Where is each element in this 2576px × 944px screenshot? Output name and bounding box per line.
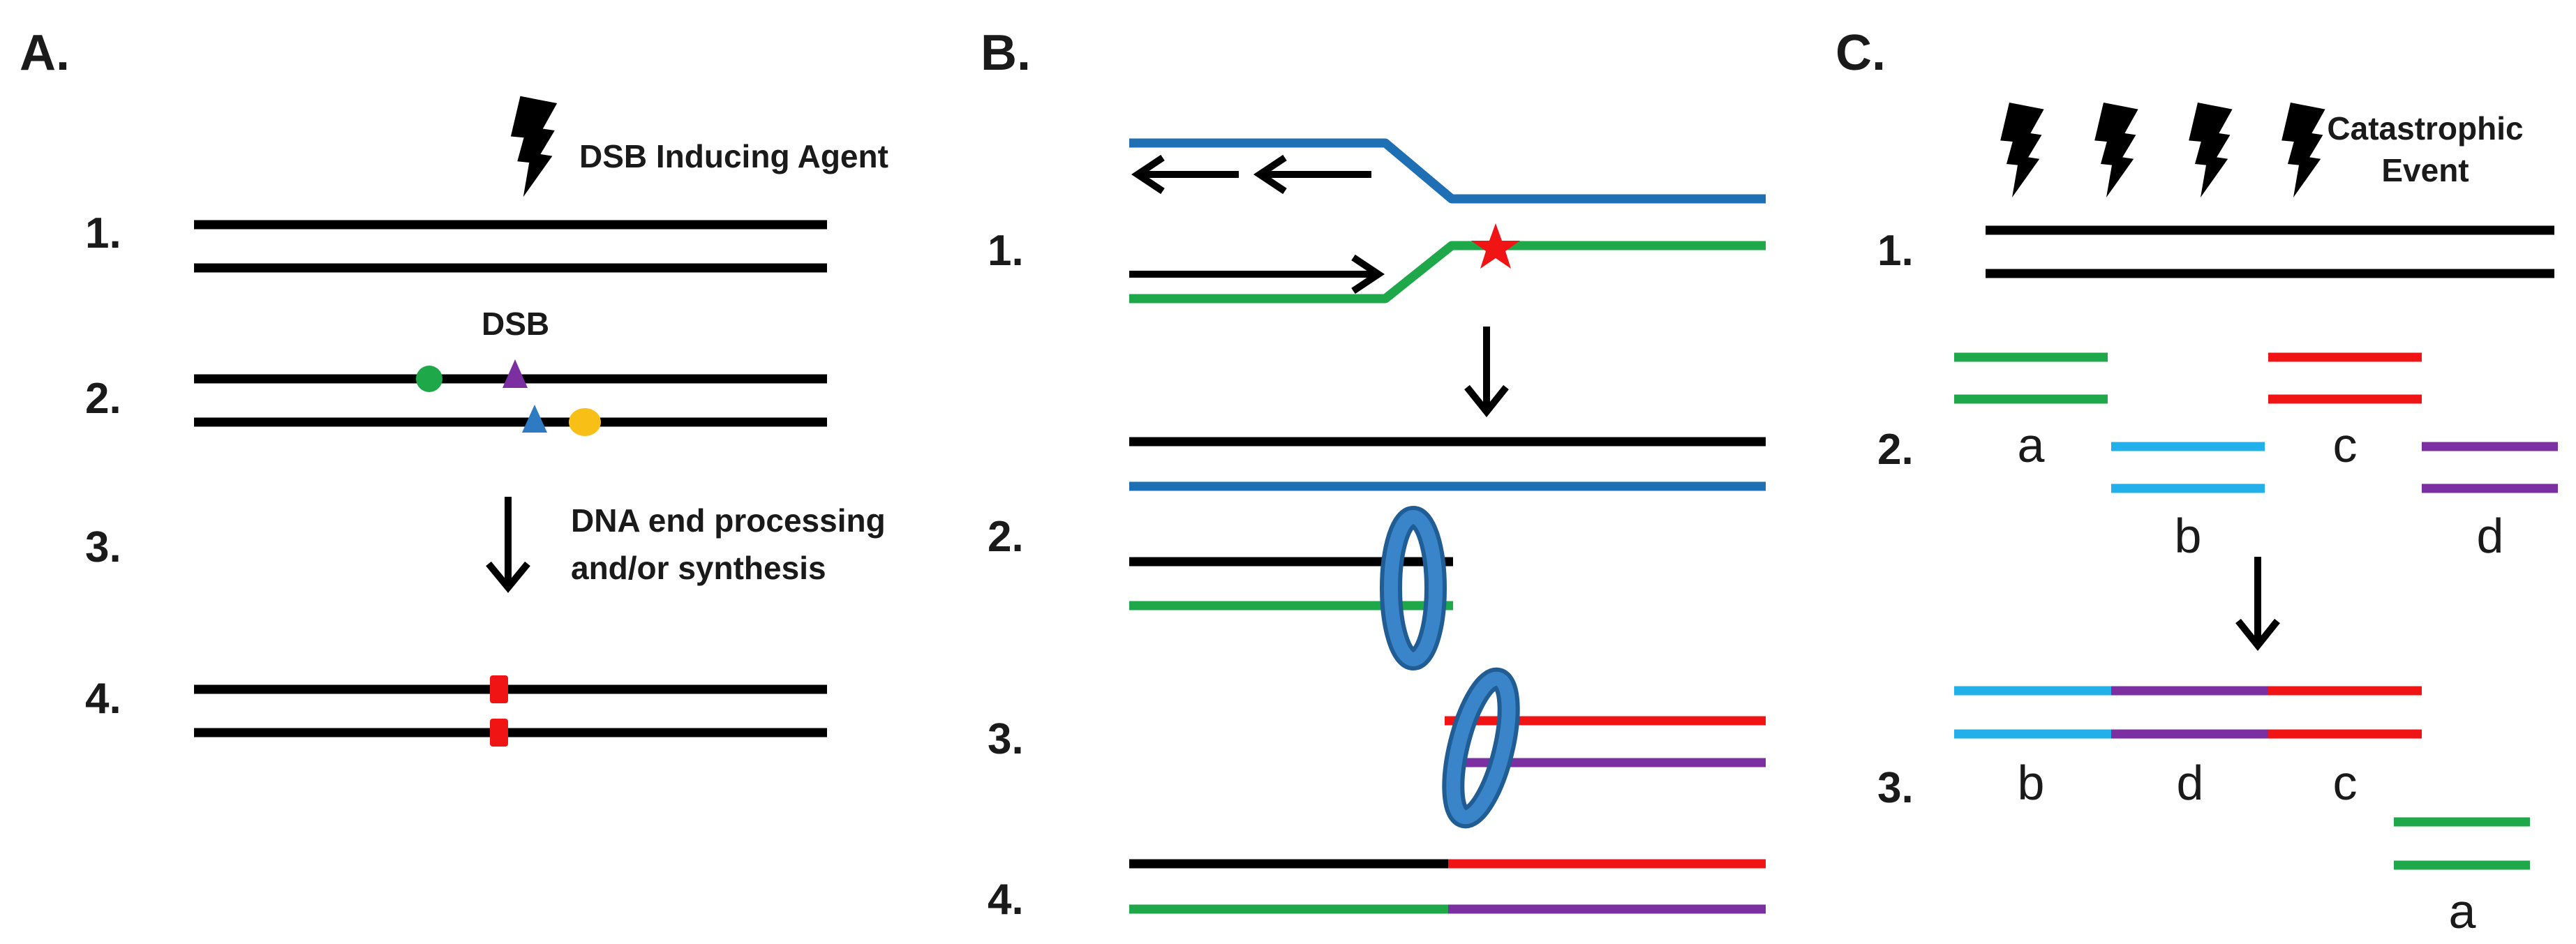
arrow-down-icon bbox=[2235, 557, 2280, 652]
blue-triangle-icon bbox=[522, 405, 547, 433]
fragment-label-d: d bbox=[2477, 509, 2504, 563]
green-circle-icon bbox=[416, 366, 442, 392]
panel-b-step-1: 1. bbox=[988, 227, 1024, 275]
ring-clamp-icon bbox=[1442, 667, 1520, 829]
panel-b-label: B. bbox=[981, 25, 1031, 81]
processing-label-line1: DNA end processing bbox=[571, 502, 886, 539]
yellow-oval-icon bbox=[569, 408, 601, 436]
panel-a-step-1: 1. bbox=[85, 209, 121, 257]
arrow-left-icon bbox=[1253, 154, 1371, 195]
panel-b-step-2: 2. bbox=[988, 513, 1024, 561]
panel-b: B. 1. 2. 3. 4. bbox=[981, 25, 1766, 924]
fragment-label-b: b bbox=[2018, 756, 2045, 810]
repair-mark-icon bbox=[490, 719, 508, 747]
fragment-label-b: b bbox=[2175, 509, 2202, 563]
green-strand bbox=[1129, 241, 1766, 304]
lightning-bolt-icon bbox=[2189, 103, 2233, 197]
panel-c-step-1: 1. bbox=[1877, 227, 1914, 275]
catastrophic-label-line2: Event bbox=[2381, 152, 2469, 188]
panel-a-step-3: 3. bbox=[85, 523, 121, 571]
purple-triangle-icon bbox=[502, 359, 528, 388]
arrow-down-icon bbox=[1464, 327, 1509, 418]
panel-a-step-2: 2. bbox=[85, 375, 121, 423]
ring-clamp-icon bbox=[1380, 506, 1447, 670]
catastrophic-label-line1: Catastrophic bbox=[2327, 110, 2523, 147]
lightning-bolt-icon bbox=[2281, 103, 2325, 197]
panel-b-step-3: 3. bbox=[988, 715, 1024, 763]
arrow-down-icon bbox=[486, 497, 530, 593]
fragment-label-c: c bbox=[2333, 756, 2358, 810]
panel-a: A. 1. 2. 3. 4. DSB Inducing Agent DSB DN… bbox=[20, 25, 888, 747]
panel-b-step-4: 4. bbox=[988, 876, 1024, 924]
arrow-right-icon bbox=[1129, 254, 1385, 294]
dsb-label: DSB bbox=[482, 306, 549, 342]
arrow-left-icon bbox=[1131, 154, 1239, 195]
panel-a-label: A. bbox=[20, 25, 70, 81]
lightning-bolt-icon bbox=[2000, 103, 2044, 197]
panel-c-step-2: 2. bbox=[1877, 426, 1914, 474]
fragment-label-a: a bbox=[2018, 418, 2045, 472]
fragment-label-d: d bbox=[2177, 756, 2204, 810]
dsb-agent-label: DSB Inducing Agent bbox=[579, 138, 888, 174]
panel-c-label: C. bbox=[1836, 25, 1886, 81]
panel-c: C. 1. 2. 3. Catastrophic Event a b c d bbox=[1836, 25, 2558, 938]
repair-mark-icon bbox=[490, 675, 508, 703]
blue-strand bbox=[1129, 138, 1766, 204]
panel-a-step-4: 4. bbox=[85, 675, 121, 723]
fragment-label-c: c bbox=[2333, 418, 2358, 472]
panel-c-step-3: 3. bbox=[1877, 764, 1914, 812]
processing-label-line2: and/or synthesis bbox=[571, 550, 826, 586]
lightning-bolt-icon bbox=[2094, 103, 2138, 197]
fragment-label-a: a bbox=[2449, 884, 2476, 938]
star-icon bbox=[1471, 223, 1520, 269]
lightning-bolt-icon bbox=[510, 96, 558, 197]
